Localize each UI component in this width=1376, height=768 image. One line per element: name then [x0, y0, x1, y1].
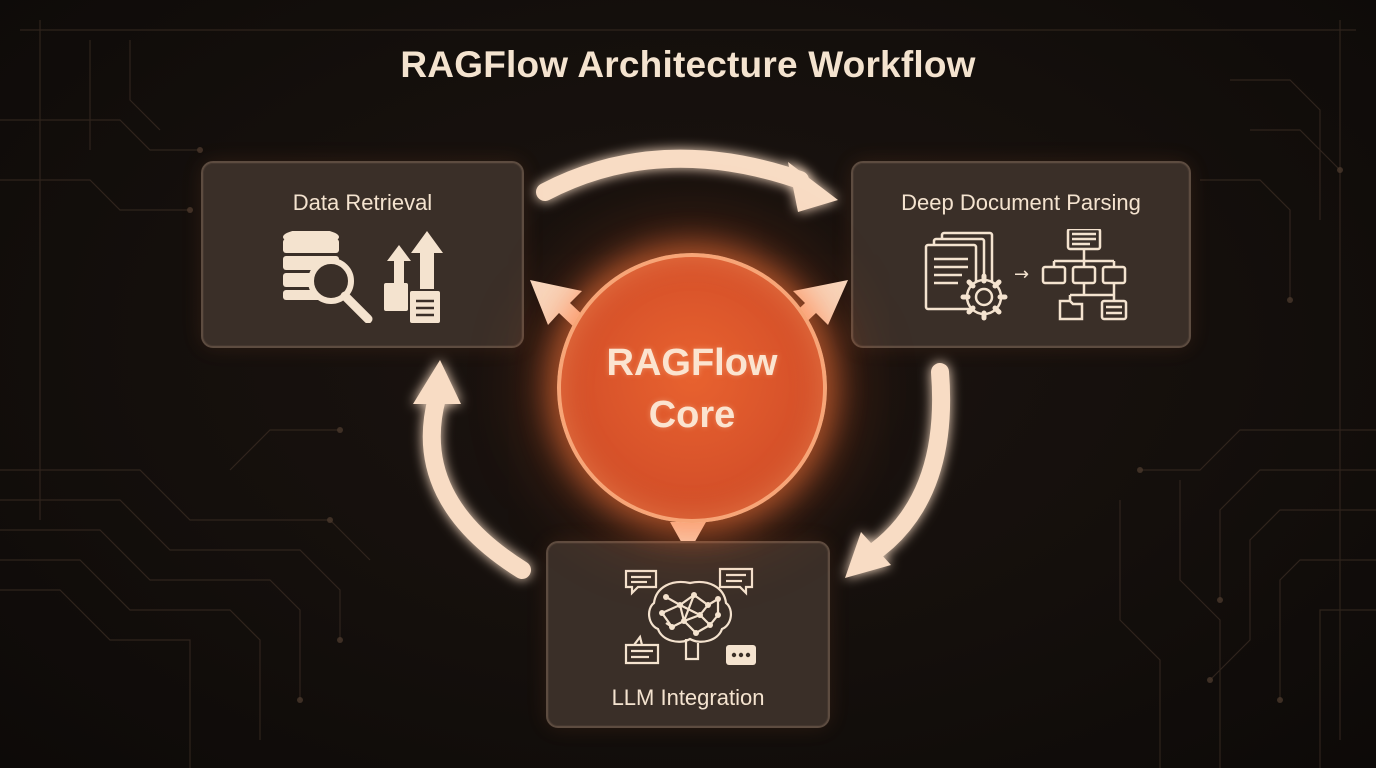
document-parsing-icon: → [924, 229, 1128, 321]
node-data-retrieval: Data Retrieval [201, 161, 524, 348]
arrow-parsing-to-llm [861, 363, 951, 564]
database-search-icon [283, 231, 443, 323]
arrowhead-retrieval-to-parsing [788, 162, 838, 212]
node-label: Deep Document Parsing [901, 190, 1141, 215]
node-label: Data Retrieval [292, 190, 433, 215]
arrow-llm-to-retrieval [422, 389, 531, 579]
node-label: LLM Integration [611, 685, 765, 710]
node-llm-integration: LLM Integration [546, 541, 830, 728]
neural-brain-icon [624, 567, 756, 665]
arrow-core-to-retrieval [530, 280, 588, 330]
arrow-retrieval-to-parsing [536, 149, 809, 201]
node-deep-document-parsing: Deep Document Parsing → [851, 161, 1191, 348]
arrowhead-llm-to-retrieval [413, 360, 461, 404]
svg-text:→: → [1014, 264, 1029, 285]
arrowhead-parsing-to-llm [845, 532, 891, 578]
page-title: RAGFlow Architecture Workflow [400, 44, 976, 85]
